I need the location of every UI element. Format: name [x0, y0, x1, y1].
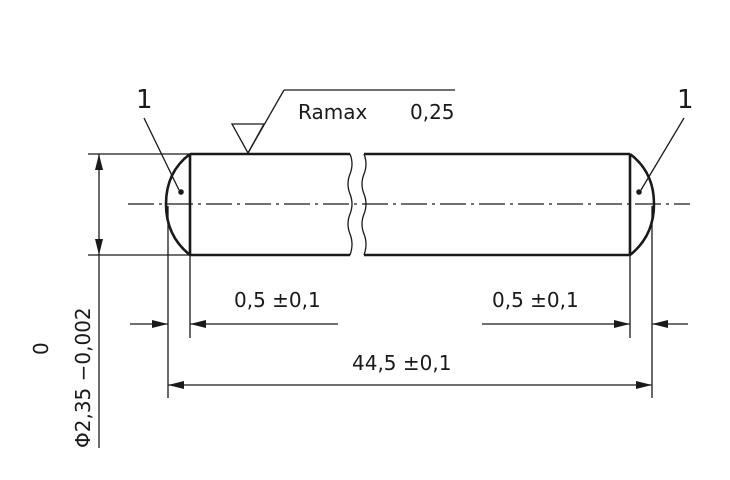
- callout-right: 1: [636, 85, 694, 195]
- svg-text:1: 1: [136, 85, 153, 115]
- chamfer-dimension-left: 0,5 ±0,1: [130, 288, 338, 328]
- roughness-value: 0,25: [410, 100, 455, 124]
- chamfer-right-text: 0,5 ±0,1: [492, 288, 579, 312]
- roughness-label: Ramax: [298, 100, 367, 124]
- overall-length-text: 44,5 ±0,1: [352, 351, 451, 375]
- roughness-symbol: Ramax 0,25: [230, 89, 455, 155]
- chamfer-left-text: 0,5 ±0,1: [234, 288, 321, 312]
- diameter-upper-tolerance: 0: [29, 342, 53, 355]
- callout-left: 1: [136, 85, 184, 195]
- diameter-dimension: Φ2,35 −0,002 0: [29, 153, 190, 448]
- chamfer-dimension-right: 0,5 ±0,1: [482, 288, 688, 328]
- svg-text:1: 1: [677, 85, 694, 115]
- overall-length-dimension: 44,5 ±0,1: [168, 351, 652, 389]
- diameter-text: Φ2,35 −0,002: [71, 307, 95, 448]
